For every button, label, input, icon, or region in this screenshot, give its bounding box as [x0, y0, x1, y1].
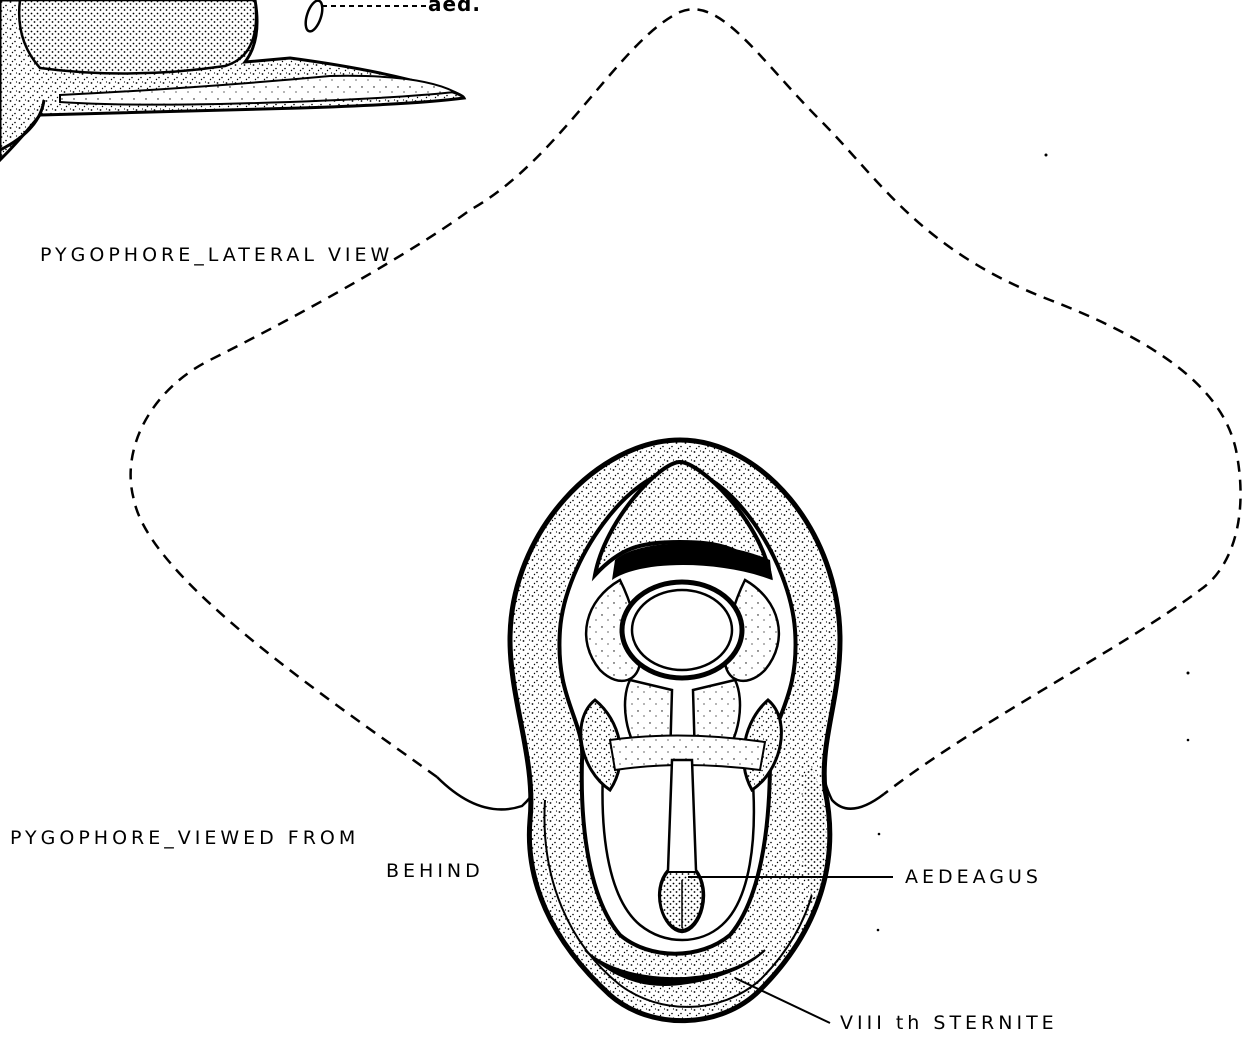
- outline-right-junction: [822, 760, 884, 809]
- aedeagus-label: AEDEAGUS: [905, 866, 1042, 888]
- speck: [1187, 672, 1190, 675]
- speck: [878, 833, 881, 836]
- speck: [1187, 739, 1190, 742]
- speck: [1045, 154, 1048, 157]
- lateral-inner-lobe: [19, 0, 256, 74]
- aed-abbrev-label: aed.: [428, 0, 481, 16]
- speck: [877, 929, 880, 932]
- anal-ring-inner: [632, 590, 732, 670]
- pygophore-behind-view: [510, 440, 840, 1021]
- lateral-view-fragment: [0, 0, 464, 160]
- behind-view-label-line1: PYGOPHORE_VIEWED FROM: [10, 827, 359, 849]
- behind-view-label-line2: BEHIND: [386, 860, 484, 882]
- viii-sternite-label: VIII th STERNITE: [840, 1012, 1058, 1034]
- lateral-view-label: PYGOPHORE_LATERAL VIEW: [40, 244, 393, 266]
